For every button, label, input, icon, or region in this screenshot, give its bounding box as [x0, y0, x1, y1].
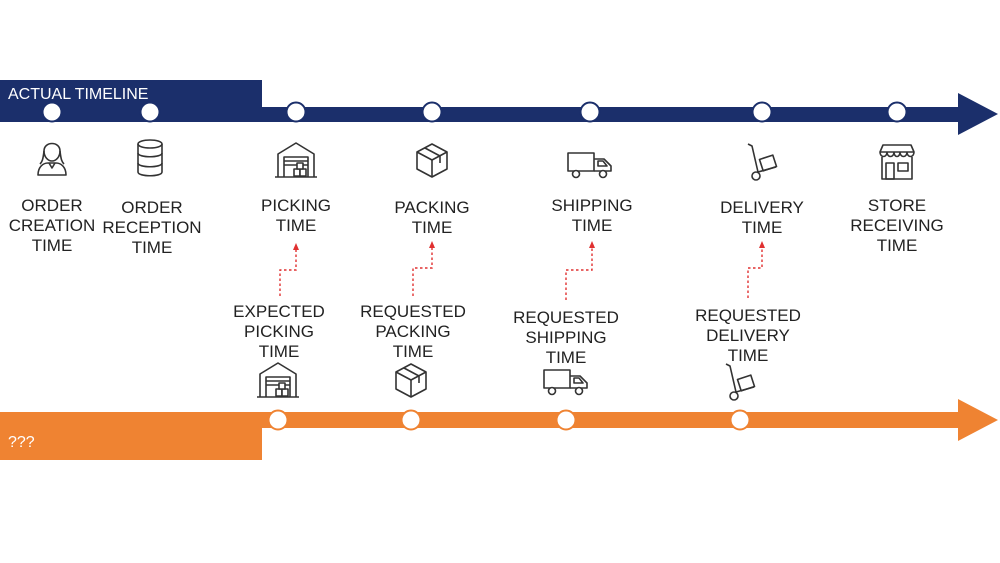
- expected-timeline: [0, 399, 998, 460]
- person-icon: [37, 142, 67, 176]
- box-icon: [395, 363, 427, 398]
- truck-icon: [567, 152, 612, 179]
- expected-node-1: [267, 409, 289, 431]
- expected-node-2: [400, 409, 422, 431]
- expected-timeline-bar: [0, 412, 965, 428]
- warehouse-icon: [274, 142, 318, 178]
- actual-timeline-arrowhead: [958, 93, 998, 135]
- store-icon: [879, 144, 915, 180]
- actual-node-6: [751, 101, 773, 123]
- actual-timeline: [0, 80, 998, 135]
- actual-timeline-bar: [0, 107, 965, 122]
- warehouse-icon: [256, 362, 300, 398]
- expected-node-3: [555, 409, 577, 431]
- connector-arrowhead: [589, 241, 595, 248]
- hand-truck-icon: [725, 363, 756, 401]
- actual-node-1: [41, 101, 63, 123]
- connector-arrowhead: [429, 241, 435, 248]
- actual-node-2: [139, 101, 161, 123]
- actual-node-3: [285, 101, 307, 123]
- expected-node-4: [729, 409, 751, 431]
- expected-timeline-label: ???: [8, 434, 35, 451]
- connector-packing: [412, 248, 433, 296]
- actual-timeline-label: ACTUAL TIMELINE: [8, 86, 149, 103]
- expected-timeline-arrowhead: [958, 399, 998, 441]
- connector-arrowhead: [293, 243, 299, 250]
- actual-node-5: [579, 101, 601, 123]
- box-icon: [416, 143, 448, 178]
- connector-picking: [279, 250, 297, 296]
- connector-delivery: [747, 248, 763, 298]
- hand-truck-icon: [747, 143, 778, 181]
- connector-shipping: [565, 248, 593, 300]
- truck-icon: [543, 369, 588, 396]
- database-icon: [137, 139, 163, 177]
- connector-arrowhead: [759, 241, 765, 248]
- actual-node-4: [421, 101, 443, 123]
- actual-node-7: [886, 101, 908, 123]
